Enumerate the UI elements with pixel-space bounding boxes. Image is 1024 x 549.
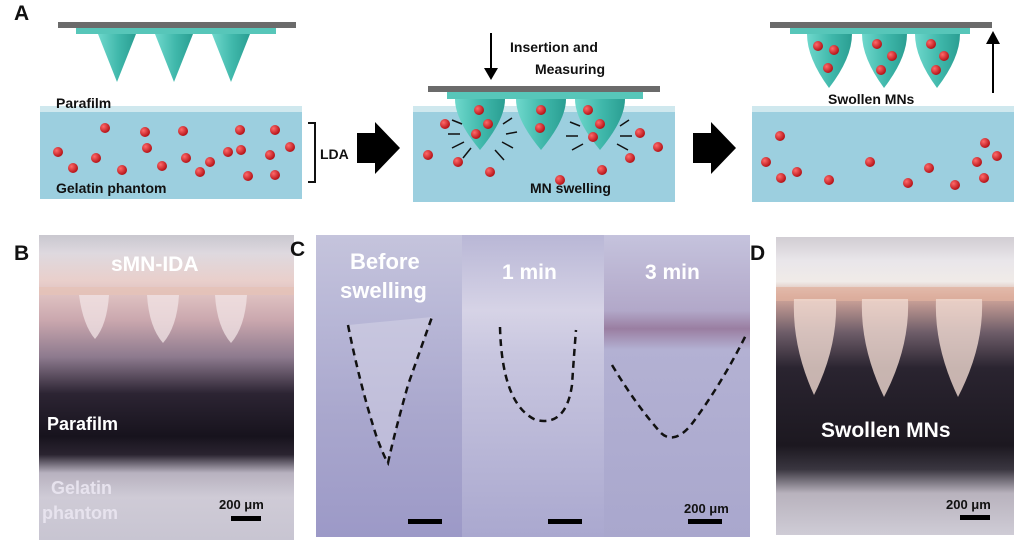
- photo-b-parafilm: Parafilm: [47, 414, 119, 434]
- photo-c-1min: 1 min: [502, 261, 557, 284]
- photo-c-before-2: swelling: [340, 278, 427, 303]
- photo-b-gelatin-1: Gelatin: [51, 478, 113, 498]
- photo-b-gelatin-2: phantom: [42, 503, 118, 523]
- stage3-patch-dots: [813, 39, 949, 75]
- stage2-arrow-down: [484, 33, 498, 80]
- photo-d: Swollen MNs 200 μm: [776, 237, 1014, 535]
- stage3-patch: [770, 22, 992, 88]
- stage3-dots: [761, 131, 1002, 190]
- panel-label-a: A: [14, 2, 30, 25]
- stage1-patch: [58, 22, 296, 82]
- photo-b-title: sMN-IDA: [111, 253, 199, 276]
- lda-label: LDA: [320, 146, 349, 162]
- gelatin-label: Gelatin phantom: [56, 180, 167, 196]
- insertion-label-2: Measuring: [535, 61, 606, 77]
- stage2-small-arrows: [448, 117, 632, 161]
- parafilm-label: Parafilm: [56, 95, 112, 111]
- stage3-gelatin: [752, 106, 1014, 202]
- panel-label-c: C: [290, 238, 306, 261]
- photo-d-scale: 200 μm: [946, 497, 991, 512]
- stage2-patch: [428, 86, 660, 150]
- insertion-label-1: Insertion and: [510, 39, 598, 55]
- photo-c: Before swelling 1 min 3 min 200 μm: [316, 235, 750, 537]
- stage1-dots: [53, 123, 295, 181]
- photo-c-3min: 3 min: [645, 261, 700, 284]
- photo-b-scale: 200 μm: [219, 497, 264, 512]
- stage3-arrow-up: [986, 31, 1000, 93]
- panel-label-b: B: [14, 242, 30, 265]
- photo-c-scale: 200 μm: [684, 501, 729, 516]
- mn-swelling-label: MN swelling: [530, 180, 611, 196]
- panel-label-d: D: [750, 242, 766, 265]
- photo-c-before-1: Before: [350, 249, 420, 274]
- photo-b: sMN-IDA Parafilm Gelatin phantom 200 μm: [39, 235, 294, 540]
- stage2-dots: [423, 105, 663, 185]
- photo-d-title: Swollen MNs: [821, 419, 951, 442]
- swollen-mns-label: Swollen MNs: [828, 91, 915, 107]
